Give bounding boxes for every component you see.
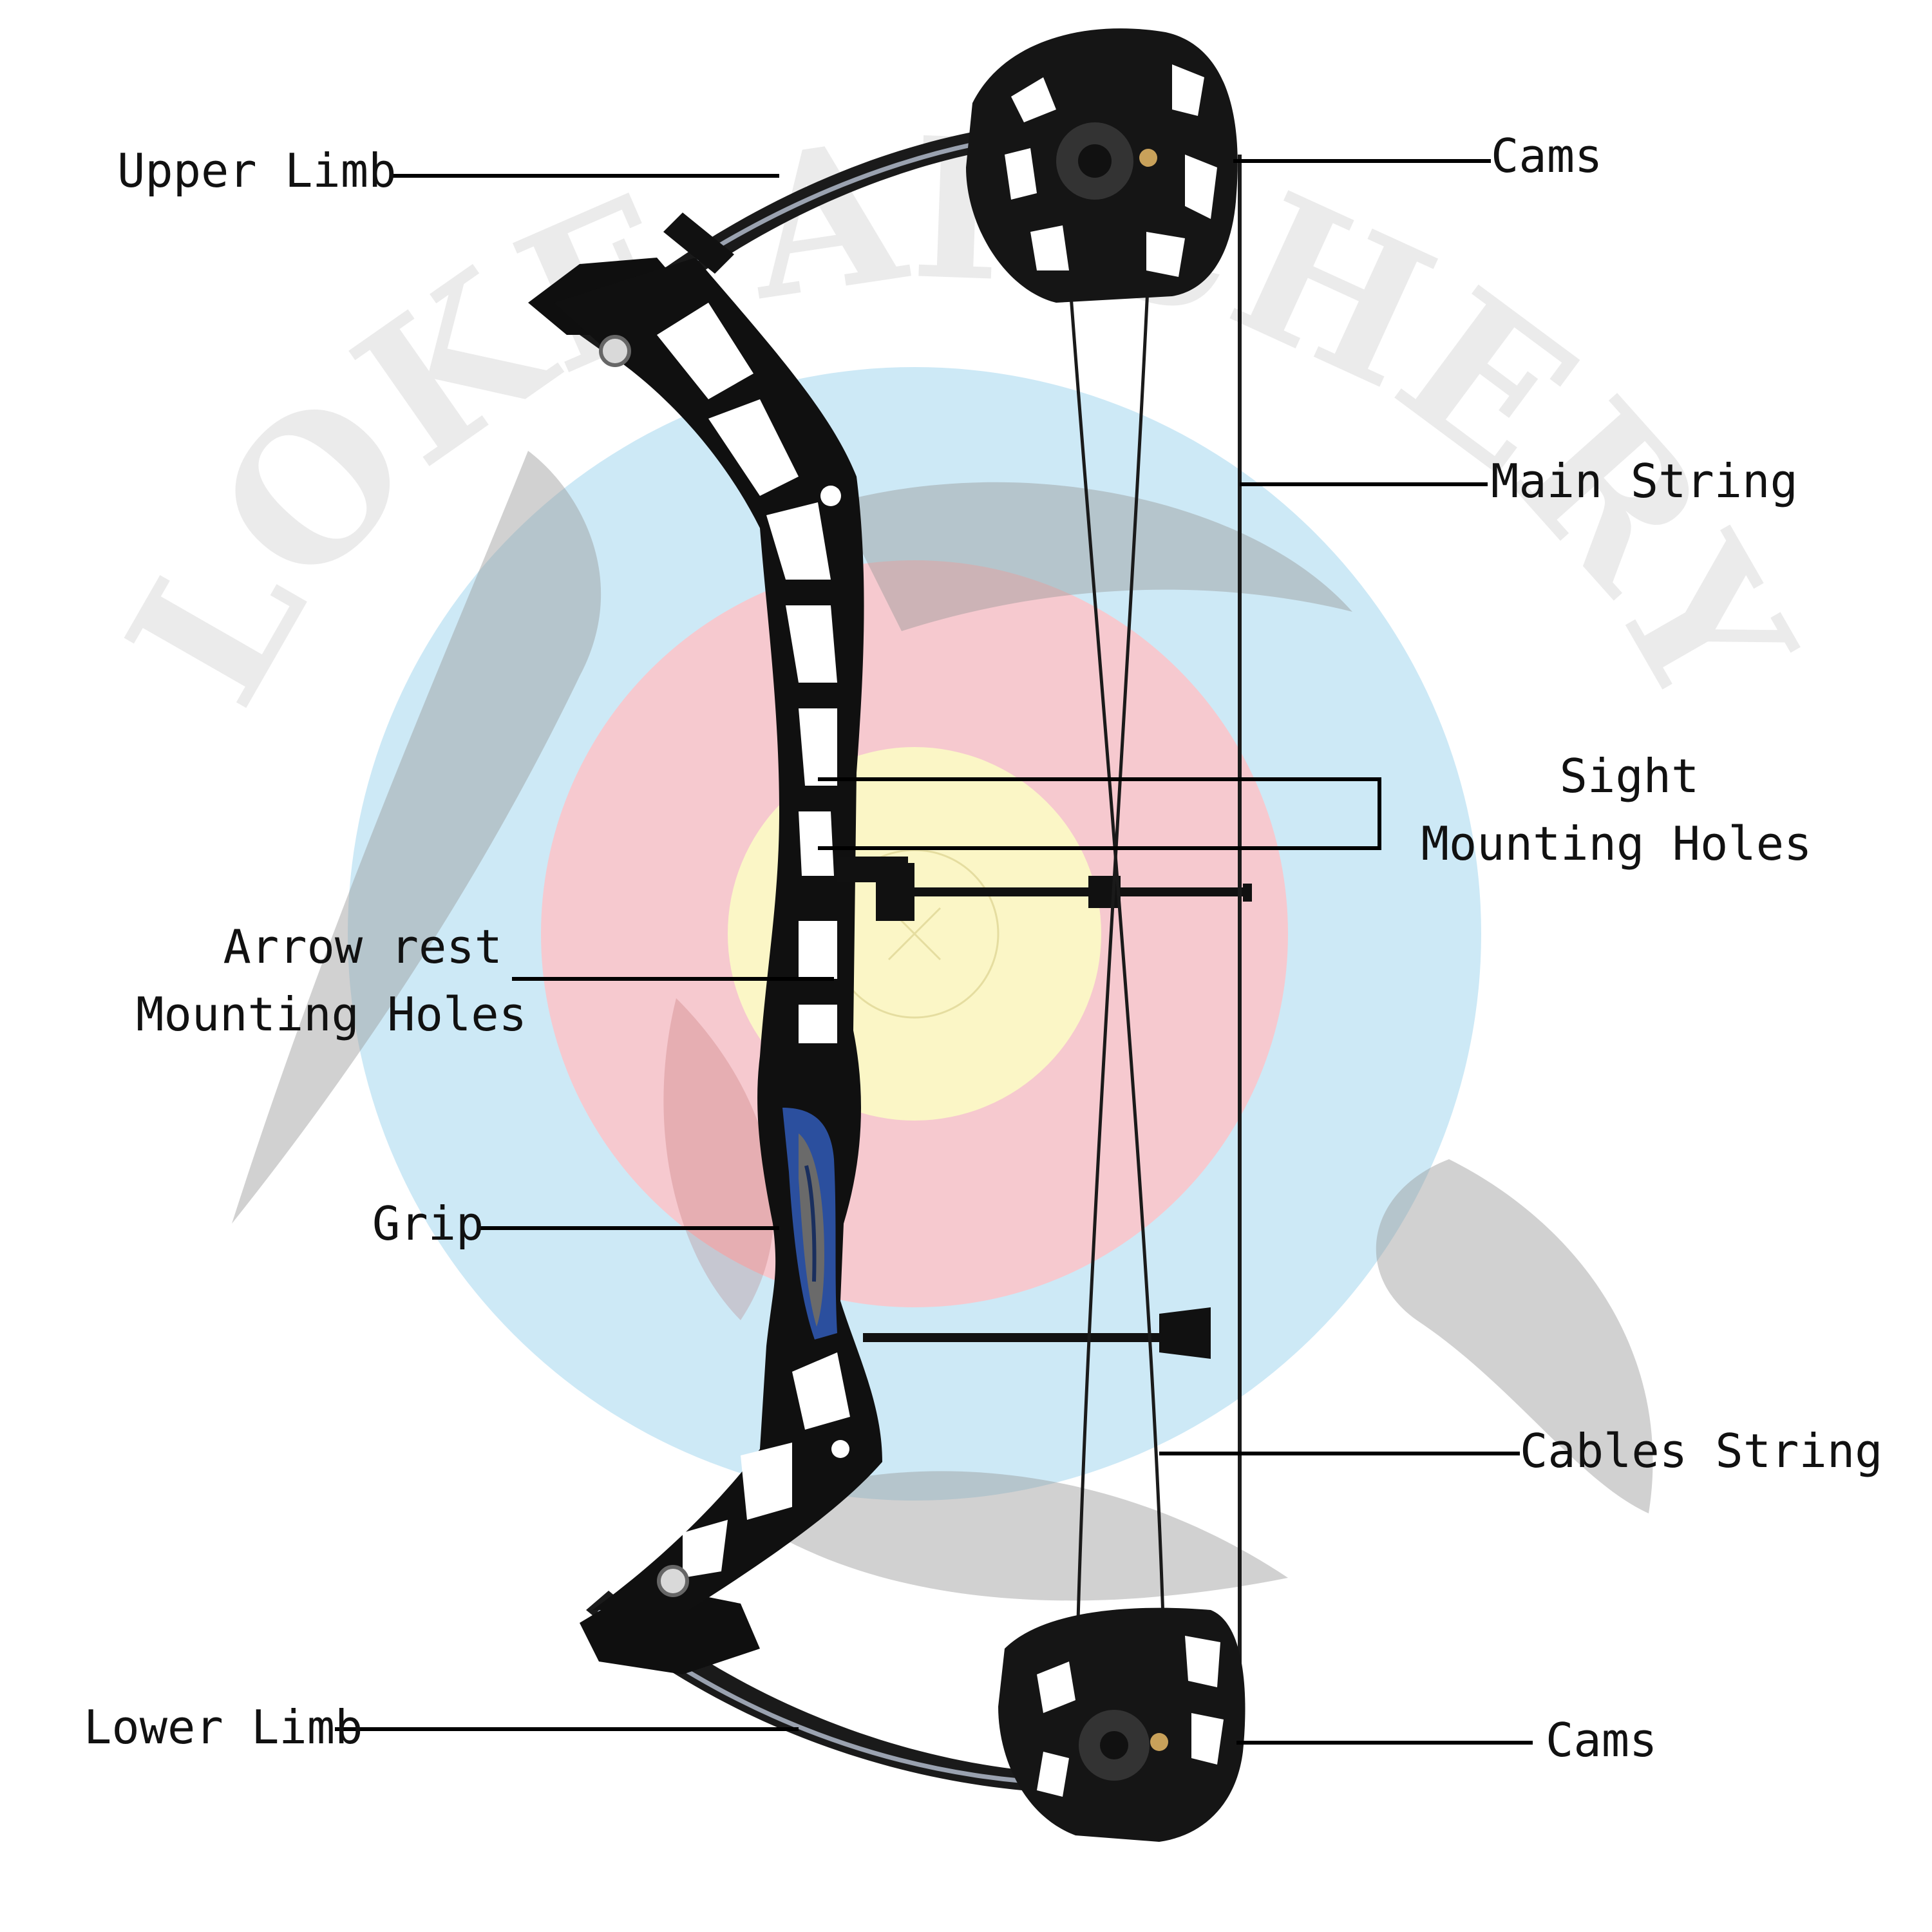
leader-sight-holes: [818, 777, 1381, 850]
label-sight-line2: Mounting Holes: [1421, 817, 1812, 871]
cable-1: [1061, 180, 1168, 1727]
label-cams-top: Cams: [1491, 129, 1602, 183]
compound-bow: [528, 28, 1252, 1842]
strings: [1061, 155, 1242, 1758]
lower-limb-bolt: [657, 1565, 689, 1597]
watermark-wing-top: [837, 482, 1352, 631]
label-sight-line1: Sight: [1560, 749, 1700, 803]
label-main-string: Main String: [1491, 454, 1798, 508]
stabilizer: [863, 1307, 1211, 1359]
bottom-cam: [998, 1607, 1245, 1842]
top-cam: [966, 28, 1238, 303]
label-grip: Grip: [372, 1197, 484, 1251]
label-lower-limb: Lower Limb: [84, 1700, 363, 1754]
watermark-feather-left: [232, 451, 601, 1224]
watermark-bird-head: [663, 998, 775, 1320]
upper-limb-bolt: [599, 335, 631, 367]
grip: [782, 1108, 837, 1340]
watermark-claw-right: [1376, 1159, 1653, 1513]
cable-2: [1074, 173, 1155, 1739]
riser-cutouts: [657, 303, 850, 1578]
label-cams-bottom: Cams: [1546, 1713, 1657, 1767]
label-cables-string: Cables String: [1520, 1424, 1883, 1478]
leader-lines: [335, 159, 1533, 1745]
arrow-rest-bracket: [837, 857, 1252, 921]
label-arrow-rest-line1: Arrow rest: [223, 920, 502, 974]
label-arrow-rest-line2: Mounting Holes: [136, 987, 527, 1041]
label-upper-limb: Upper Limb: [117, 144, 396, 198]
part-labels: Upper Limb Cams Main String Sight Mounti…: [84, 129, 1883, 1767]
watermark-tail: [741, 1471, 1288, 1601]
